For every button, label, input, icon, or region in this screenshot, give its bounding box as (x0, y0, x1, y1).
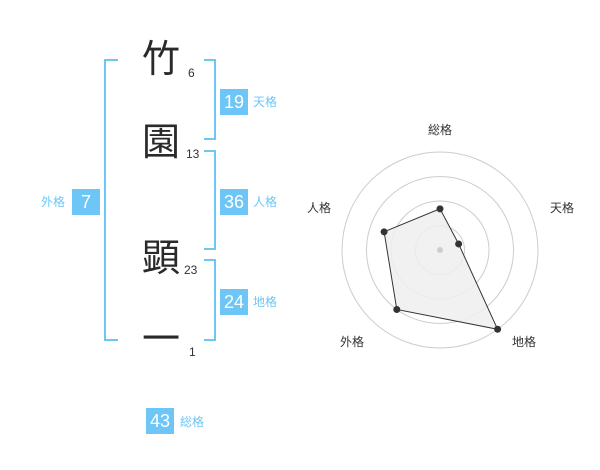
stroke-count-1: 6 (188, 66, 195, 80)
soukaku-label: 総格 (180, 415, 205, 429)
soukaku-value: 43 (146, 408, 174, 434)
stroke-count-2: 13 (186, 147, 200, 161)
radar-point-1 (436, 205, 444, 213)
radar-point-3 (494, 325, 502, 333)
radar-center-dot (437, 247, 443, 253)
name-char-4: 一 (142, 317, 181, 361)
jinkaku-bracket (204, 150, 216, 250)
tenkaku-bracket (204, 59, 216, 140)
radar-grid-ring (341, 151, 539, 349)
name-char-2: 園 (142, 120, 181, 164)
tenkaku-label: 天格 (253, 95, 278, 109)
radar-axis-label-chikaku: 地格 (512, 335, 537, 349)
radar-axis-label-jinkaku: 人格 (307, 201, 332, 215)
jinkaku-label: 人格 (253, 195, 278, 209)
radar-axis-label-gaikaku: 外格 (340, 335, 365, 349)
chikaku-value: 24 (220, 289, 248, 315)
gaikaku-label: 外格 (41, 195, 66, 209)
radar-axis-label-tenkaku: 天格 (550, 201, 575, 215)
radar-point-5 (380, 228, 388, 236)
radar-point-2 (455, 240, 463, 248)
radar-grid-ring (366, 176, 514, 324)
gaikaku-bracket (104, 59, 118, 341)
radar-point-4 (393, 305, 401, 313)
radar-series-shape (383, 208, 499, 330)
name-char-1: 竹 (142, 37, 181, 81)
name-char-3: 顕 (142, 236, 181, 280)
radar-axis-label-soukaku: 総格 (428, 123, 453, 137)
stroke-count-4: 1 (189, 345, 196, 359)
gaikaku-value: 7 (72, 189, 100, 215)
chikaku-bracket (204, 259, 216, 341)
jinkaku-value: 36 (220, 189, 248, 215)
stroke-count-3: 23 (184, 263, 198, 277)
chikaku-label: 地格 (253, 295, 278, 309)
tenkaku-value: 19 (220, 89, 248, 115)
